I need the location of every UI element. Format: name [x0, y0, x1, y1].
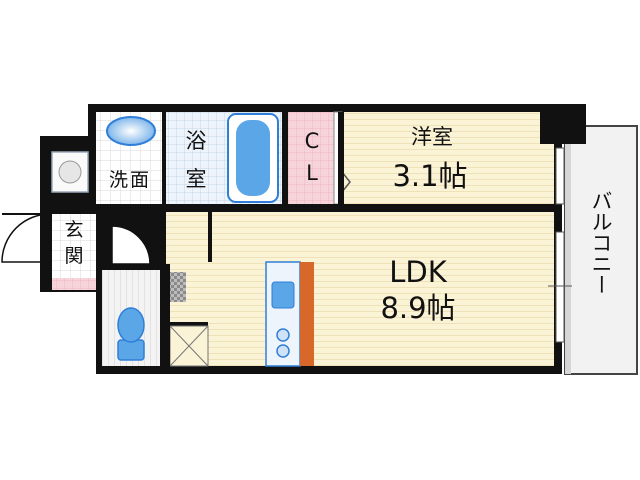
washbasin	[106, 116, 156, 146]
closet-label-1: C	[305, 129, 320, 153]
closet-label-2: L	[306, 161, 318, 185]
bath-label-2: 室	[186, 167, 207, 191]
pipe-space	[170, 272, 186, 302]
washing-machine-drain	[58, 160, 82, 184]
stove-burner	[276, 328, 290, 342]
ldk-name: LDK	[389, 255, 447, 289]
kitchen-sink	[271, 281, 295, 309]
toilet-tank	[117, 339, 145, 361]
washing-machine-pan	[51, 151, 89, 193]
balcony: バルコニー	[564, 125, 638, 375]
ldk-floor	[208, 212, 554, 366]
entrance-label-2: 関	[64, 245, 83, 267]
closet-hinge	[341, 171, 351, 193]
bath-label-1: 浴	[186, 129, 207, 153]
interior-walls	[96, 112, 554, 374]
structural-column	[540, 104, 586, 144]
entrance-step	[52, 278, 96, 290]
western-room-name: 洋室	[411, 125, 453, 149]
window-ldk	[555, 231, 565, 343]
western-room-floor	[344, 112, 554, 206]
bathtub-inner	[236, 120, 270, 196]
washroom-label-1: 洗	[109, 169, 128, 191]
western-room-size: 3.1帖	[392, 159, 467, 193]
balcony-label: バルコニー	[589, 190, 613, 295]
entrance-door-swing	[1, 213, 51, 263]
ldk-size: 8.9帖	[380, 291, 455, 325]
closet-floor	[288, 112, 338, 204]
window-western-room	[555, 147, 565, 205]
entrance-label-1: 玄	[64, 219, 83, 241]
stove-burner	[276, 344, 290, 358]
entrance-floor	[52, 214, 96, 278]
toilet-bowl	[117, 307, 145, 343]
kitchen-backsplash	[300, 262, 314, 366]
storage-floor	[166, 212, 208, 322]
toilet-door-swing	[111, 225, 151, 265]
washroom-label-2: 面	[130, 169, 149, 191]
